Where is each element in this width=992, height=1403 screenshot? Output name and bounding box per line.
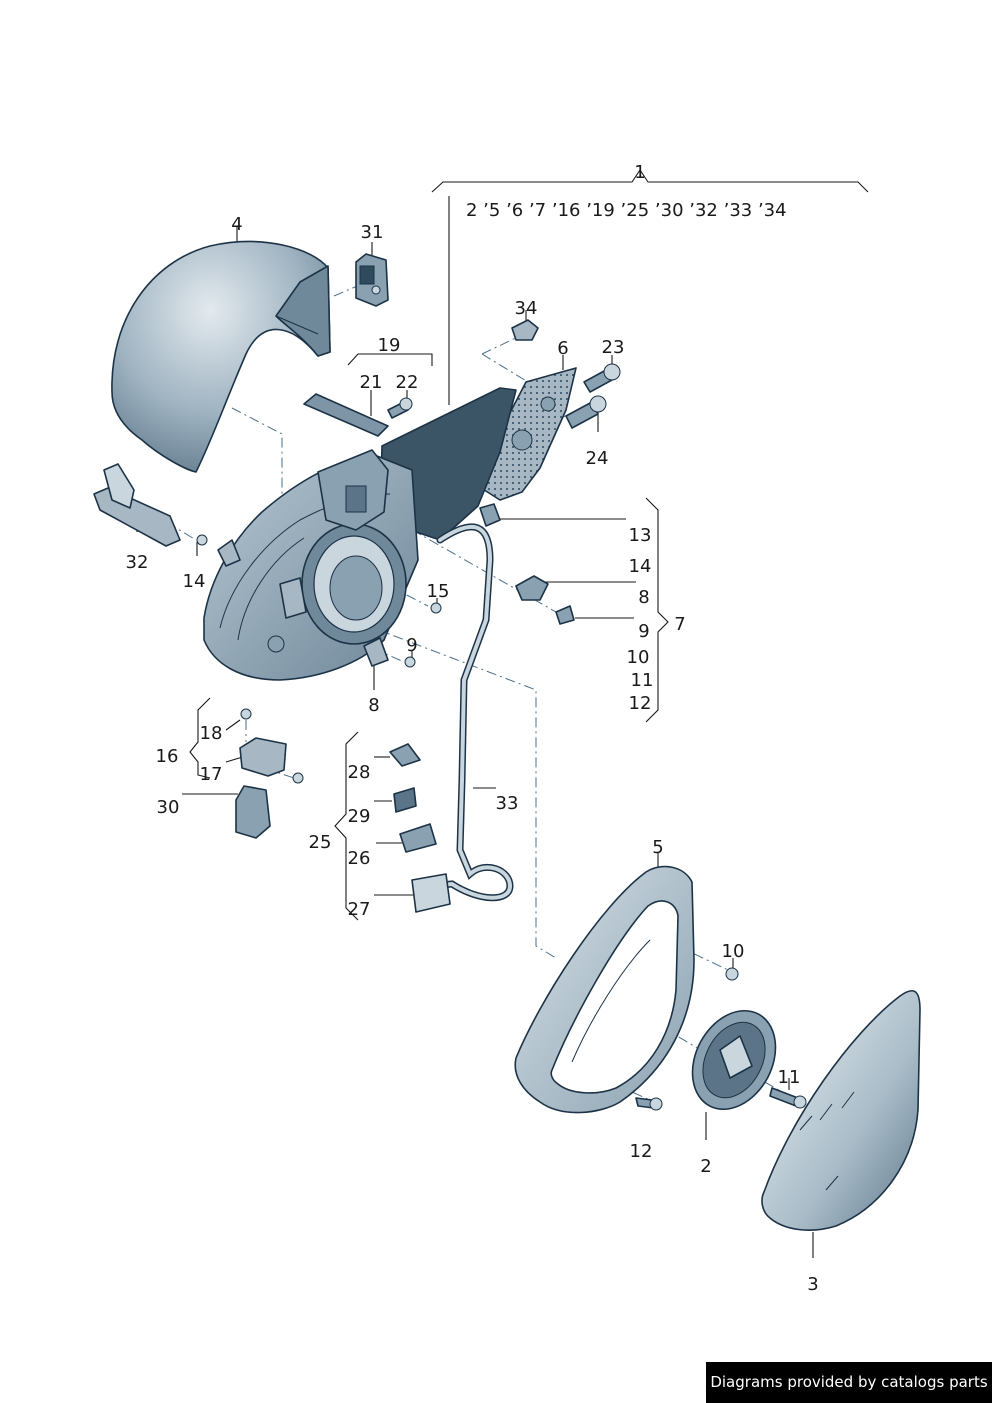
label-18: 18	[200, 723, 223, 744]
label-34: 34	[515, 298, 538, 319]
label-7: 7	[674, 614, 685, 635]
label-17: 17	[200, 764, 223, 785]
label-3: 3	[807, 1274, 818, 1295]
parts-28-29	[389, 743, 421, 813]
part-33-harness	[399, 523, 514, 913]
label-8a: 8	[638, 587, 649, 608]
label-11b: 11	[778, 1067, 801, 1088]
mirror-housing-part	[203, 387, 517, 681]
label-4: 4	[231, 214, 242, 235]
label-2: 2	[700, 1156, 711, 1177]
label-26: 26	[348, 848, 371, 869]
part-5-frame	[514, 865, 695, 1114]
group1-bracket	[431, 169, 869, 193]
label-12b: 12	[630, 1141, 653, 1162]
screws-upper	[387, 363, 621, 429]
label-11a: 11	[631, 670, 654, 691]
group25-brace	[334, 731, 359, 921]
label-14a: 14	[629, 556, 652, 577]
label-12a: 12	[629, 693, 652, 714]
label-8b: 8	[368, 695, 379, 716]
label-27: 27	[348, 899, 371, 920]
label-group1-list: 2 ’5 ’6 ’7 ’16 ’19 ’25 ’30 ’32 ’33 ’34	[466, 200, 787, 221]
label-33: 33	[496, 793, 519, 814]
label-22: 22	[396, 372, 419, 393]
label-19: 19	[378, 335, 401, 356]
label-32: 32	[126, 552, 149, 573]
part-31	[355, 253, 389, 307]
label-9b: 9	[406, 635, 417, 656]
parts-16-30	[235, 708, 304, 839]
part-34-clip	[511, 319, 539, 341]
label-9a: 9	[638, 621, 649, 642]
label-24: 24	[586, 448, 609, 469]
mirror-cap-part	[111, 240, 331, 473]
label-14b: 14	[183, 571, 206, 592]
part-21-strip	[303, 393, 389, 437]
callout-labels: 1 2 ’5 ’6 ’7 ’16 ’19 ’25 ’30 ’32 ’33 ’34…	[126, 162, 819, 1295]
label-13: 13	[629, 525, 652, 546]
part-3-glass	[761, 989, 921, 1231]
label-23: 23	[602, 337, 625, 358]
group19-bracket	[347, 353, 433, 366]
credit-banner: Diagrams provided by catalogs parts	[706, 1362, 992, 1403]
label-29: 29	[348, 806, 371, 827]
label-1: 1	[634, 162, 645, 183]
group16-brace	[189, 697, 211, 779]
label-6: 6	[557, 338, 568, 359]
part-2-adjuster	[691, 1009, 777, 1111]
part-32-trim	[93, 463, 208, 547]
label-15: 15	[427, 581, 450, 602]
label-30: 30	[157, 797, 180, 818]
label-28: 28	[348, 762, 371, 783]
screws-lower	[635, 967, 807, 1111]
label-31: 31	[361, 222, 384, 243]
label-10b: 10	[722, 941, 745, 962]
label-21: 21	[360, 372, 383, 393]
label-10a: 10	[627, 647, 650, 668]
group7-brace	[645, 497, 669, 723]
label-5: 5	[652, 837, 663, 858]
label-25: 25	[309, 832, 332, 853]
small-parts-right	[363, 503, 575, 668]
label-16: 16	[156, 746, 179, 767]
